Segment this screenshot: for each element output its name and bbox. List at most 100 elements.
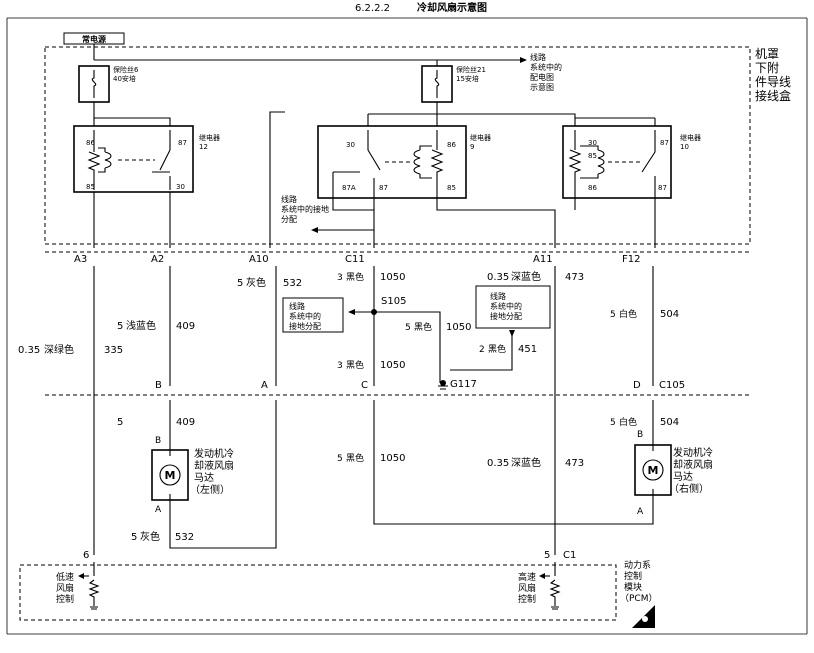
section-number: 6.2.2.2 (355, 3, 390, 14)
fuse-6-label: 保险丝6 40安培 (113, 65, 139, 83)
wire-label-1050d: 5 黑色 1050 (337, 452, 405, 464)
relay-10: 30 87 85 86 87 继电器 10 (562, 125, 701, 199)
svg-text:0.35: 0.35 (487, 272, 509, 283)
svg-text:5: 5 (544, 550, 550, 561)
svg-text:335: 335 (104, 345, 123, 356)
relay-switch-icon (332, 130, 381, 196)
svg-text:继电器: 继电器 (199, 133, 220, 142)
wire-label-451: 2 黑色 451 (479, 343, 537, 355)
fuse21-feed (436, 102, 576, 126)
connector-labels-mid: B A C D C105 (155, 380, 685, 391)
svg-text:C: C (361, 380, 368, 391)
svg-text:87: 87 (660, 139, 669, 147)
relay9-30-feed (367, 113, 437, 126)
wire-1050-to-g117 (374, 311, 441, 383)
arrow-icon (520, 57, 527, 63)
high-speed-label: 高速 风扇 控制 (518, 571, 536, 605)
svg-text:87: 87 (379, 184, 388, 192)
svg-text:动力系: 动力系 (624, 559, 651, 571)
ground-ref-right: 线路 系统中的 接地分配 (475, 285, 551, 329)
svg-text:接地分配: 接地分配 (289, 321, 321, 331)
svg-text:40安培: 40安培 (113, 74, 136, 83)
fuse-21: 保险丝21 15安培 (421, 65, 486, 103)
svg-text:5: 5 (117, 321, 123, 332)
svg-text:系统中的: 系统中的 (490, 301, 522, 311)
svg-text:保险丝6: 保险丝6 (113, 65, 139, 74)
svg-text:15安培: 15安培 (456, 74, 479, 83)
ground-g117: G117 (438, 379, 477, 390)
svg-text:线路: 线路 (530, 52, 546, 62)
svg-text:86: 86 (86, 139, 95, 147)
splice-label: S105 (381, 296, 406, 307)
svg-text:B: B (155, 380, 162, 391)
svg-text:D: D (633, 380, 641, 391)
fuse-icon (434, 70, 440, 98)
pcm-low-speed-input: 低速 风扇 控制 (56, 562, 100, 610)
svg-text:2: 2 (479, 345, 485, 355)
svg-text:保险丝21: 保险丝21 (456, 65, 486, 74)
svg-text:5: 5 (131, 532, 137, 543)
svg-text:黑色: 黑色 (346, 271, 364, 283)
svg-text:控制: 控制 (518, 593, 536, 605)
resistor-icon (549, 562, 561, 606)
wire-label-1050b: 5 黑色 1050 (405, 321, 471, 333)
page-title: 冷却风扇示意图 (417, 1, 487, 14)
svg-text:系统中的接地: 系统中的接地 (281, 204, 329, 214)
svg-text:B: B (637, 430, 643, 440)
svg-text:M: M (648, 464, 659, 477)
svg-text:3: 3 (337, 273, 343, 283)
resistor-icon (87, 130, 101, 190)
svg-text:30: 30 (176, 183, 185, 191)
relay-9: 30 86 87A 87 85 继电器 9 (317, 125, 491, 199)
svg-text:深蓝色: 深蓝色 (511, 456, 541, 469)
wire-532 (169, 266, 277, 549)
svg-text:高速: 高速 (518, 571, 536, 583)
svg-text:下附: 下附 (755, 61, 779, 75)
wire-label-409a: 5 浅蓝色 409 (117, 319, 195, 332)
relay-coil-icon (98, 147, 112, 173)
svg-text:1050: 1050 (380, 453, 405, 464)
svg-text:A2: A2 (151, 254, 164, 265)
motor-icon: M (159, 464, 181, 486)
svg-text:473: 473 (565, 272, 584, 283)
svg-text:86: 86 (447, 141, 456, 149)
svg-text:85: 85 (588, 152, 597, 160)
svg-text:M: M (165, 469, 176, 482)
svg-text:发动机冷: 发动机冷 (194, 447, 234, 460)
wire-label-335: 0.35 深绿色 335 (18, 343, 123, 356)
svg-text:409: 409 (176, 321, 195, 332)
svg-text:1050: 1050 (380, 272, 405, 283)
svg-text:F12: F12 (622, 254, 640, 265)
fuse-21-label: 保险丝21 15安培 (456, 65, 486, 83)
wire-label-409b-circuit: 409 (176, 417, 195, 428)
resistor-icon (568, 130, 582, 196)
wire-label-532a: 5 灰色 532 (237, 276, 302, 289)
svg-text:451: 451 (518, 344, 537, 355)
svg-text:0.35: 0.35 (487, 458, 509, 469)
svg-text:30: 30 (346, 141, 355, 149)
relay-coil-icon (413, 145, 432, 179)
splice-s105 (371, 309, 377, 315)
motor-right: B M A 发动机冷 却液风扇 马达 （右侧） (634, 430, 713, 517)
arrow-icon (78, 573, 84, 579)
motor-right-label: 发动机冷 却液风扇 马达 （右侧） (669, 446, 713, 495)
relay-interconnects (332, 196, 656, 248)
svg-text:87: 87 (658, 184, 667, 192)
arrow-icon (539, 573, 545, 579)
svg-text:85: 85 (86, 183, 95, 191)
svg-text:A: A (261, 380, 268, 391)
svg-text:1050: 1050 (380, 360, 405, 371)
svg-text:12: 12 (199, 143, 208, 151)
svg-text:配电图: 配电图 (530, 72, 554, 82)
svg-text:A: A (637, 507, 644, 517)
svg-text:线路: 线路 (490, 291, 506, 301)
underhood-junction-box (44, 46, 751, 245)
svg-text:3: 3 (337, 361, 343, 371)
svg-text:（PCM）: （PCM） (620, 593, 657, 604)
svg-text:9: 9 (470, 143, 474, 151)
svg-text:却液风扇: 却液风扇 (673, 458, 713, 471)
svg-text:5: 5 (610, 418, 616, 428)
svg-text:系统中的: 系统中的 (530, 62, 562, 72)
motor-left-label: 发动机冷 却液风扇 马达 （左侧） (190, 447, 234, 496)
